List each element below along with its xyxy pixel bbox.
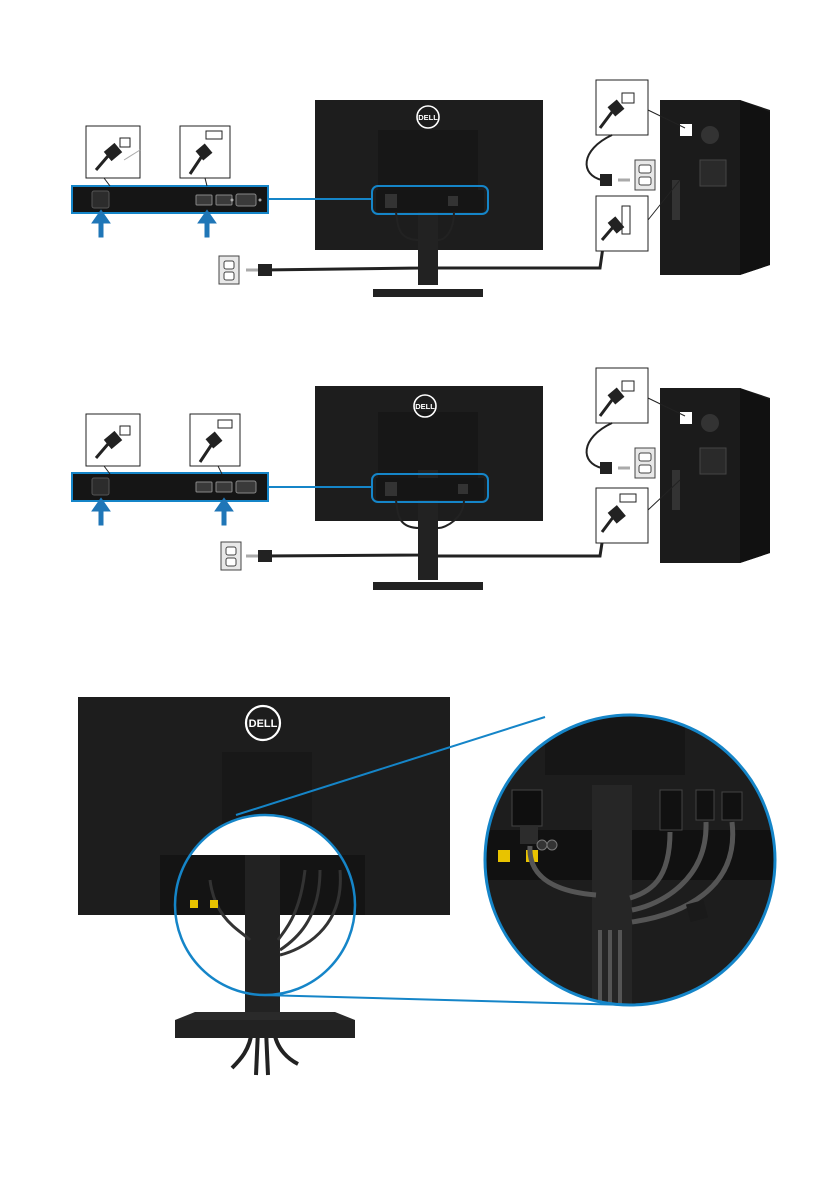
diagram-3-cable-management: DELL (78, 697, 775, 1075)
computer-tower-icon (660, 100, 770, 275)
arrow-up-icon (217, 500, 231, 524)
zoom-callout-icon (485, 715, 775, 1015)
diagram-2-hdmi-connection: DELL (72, 368, 770, 590)
power-cable (262, 530, 420, 556)
dell-logo-text: DELL (415, 402, 435, 411)
port-panel-zoom (72, 473, 268, 501)
port-panel-zoom (72, 186, 268, 213)
monitor-stand-base (373, 289, 483, 297)
dell-logo-text: DELL (249, 718, 278, 730)
arrow-up-icon (94, 500, 108, 524)
wall-outlet-icon (221, 542, 241, 570)
displayport-port-icon (196, 195, 212, 205)
power-plug-inset (86, 126, 140, 186)
vga-port-icon (236, 194, 256, 206)
vga-port-icon (236, 481, 256, 493)
hdmi-plug-inset (190, 414, 240, 474)
displayport-plug-inset (180, 126, 230, 186)
monitor-stand-base (373, 582, 483, 590)
power-port-icon (92, 478, 109, 495)
dell-logo-text: DELL (418, 113, 438, 122)
computer-tower-icon (660, 388, 770, 563)
diagram-1-displayport-connection: DELL (72, 80, 770, 297)
displayport-port-icon (196, 482, 212, 492)
power-plug-inset (86, 414, 140, 474)
zoom-callout-line (262, 995, 628, 1005)
arrow-up-icon (200, 212, 214, 236)
arrow-up-icon (94, 212, 108, 236)
hdmi-port-icon (216, 195, 232, 205)
wall-outlet-icon (219, 256, 239, 284)
hdmi-port-icon (216, 482, 232, 492)
power-port-icon (92, 191, 109, 208)
hdmi-cable (438, 530, 604, 556)
